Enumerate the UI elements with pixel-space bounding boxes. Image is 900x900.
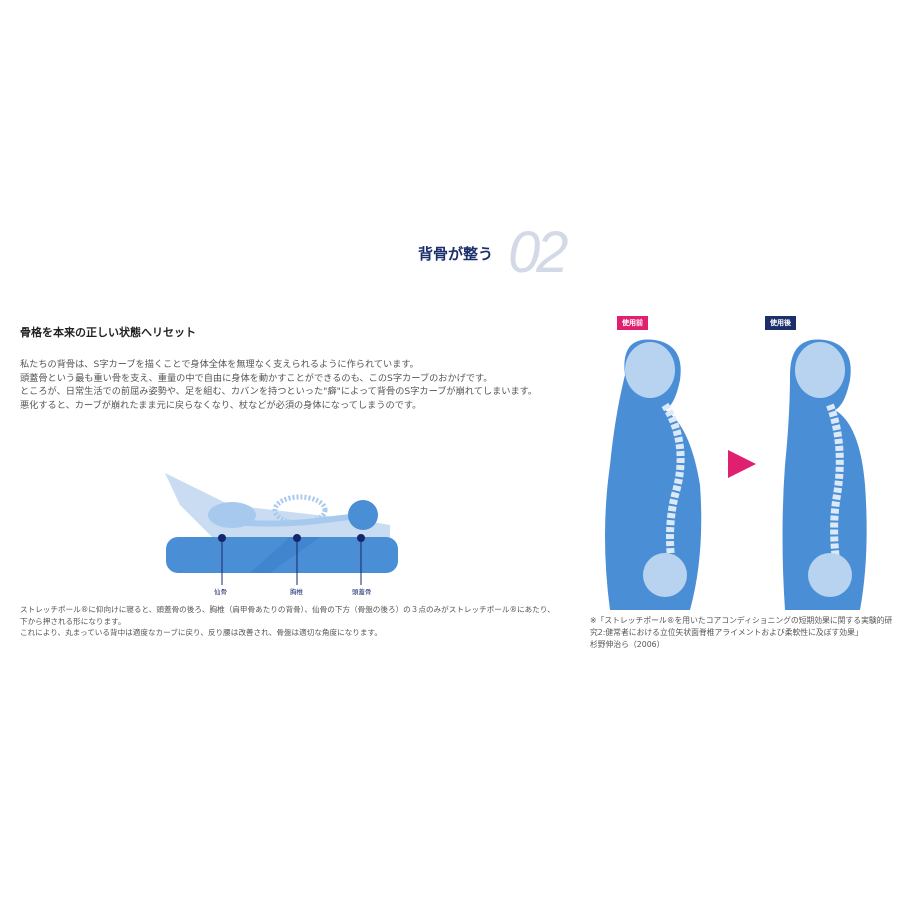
- section-number: 02: [508, 220, 568, 285]
- reference-note: ※「ストレッチポール®を用いたコアコンディショニングの短期効果に関する実験的研究…: [590, 615, 900, 651]
- note-line: ※「ストレッチポール®を用いたコアコンディショニングの短期効果に関する実験的研究…: [590, 616, 893, 637]
- paragraph: 悪化すると、カーブが崩れたまま元に戻らなくなり、杖などが必須の身体になってしまう…: [20, 399, 422, 411]
- label-skull: 頭蓋骨: [352, 588, 372, 596]
- section-title: 背骨が整う: [418, 245, 494, 263]
- before-badge: 使用前: [617, 316, 648, 330]
- paragraph: ところが、日常生活での前屈み姿勢や、足を組む、カバンを持つといった"癖"によって…: [20, 386, 538, 398]
- paragraph: 私たちの背骨は、S字カーブを描くことで身体全体を無理なく支えられるように作られて…: [20, 359, 419, 370]
- before-posture-illustration: [605, 339, 702, 610]
- caption-line: ストレッチポール®に仰向けに寝ると、頭蓋骨の後ろ、胸椎（肩甲骨あたりの背骨）、仙…: [20, 605, 555, 626]
- heading: 骨格を本来の正しい状態へリセット: [20, 326, 196, 339]
- body-text: 私たちの背骨は、S字カーブを描くことで身体全体を無理なく支えられるように作られて…: [20, 358, 550, 412]
- label-sacrum: 仙骨: [214, 588, 227, 596]
- note-line: 杉野伸治ら（2006）: [590, 640, 665, 649]
- after-badge: 使用後: [765, 316, 796, 330]
- caption: ストレッチポール®に仰向けに寝ると、頭蓋骨の後ろ、胸椎（肩甲骨あたりの背骨）、仙…: [20, 604, 555, 639]
- arrow-right-icon: [728, 450, 756, 478]
- label-thoracic: 胸椎: [290, 588, 303, 596]
- caption-line: これにより、丸まっている背中は適度なカーブに戻り、反り腰は改善され、骨盤は適切な…: [20, 628, 382, 638]
- paragraph: 頭蓋骨という最も重い骨を支え、重量の中で自由に身体を動かすことができるのも、この…: [20, 372, 493, 384]
- after-posture-illustration: [782, 339, 867, 610]
- lying-skeleton-illustration: [165, 473, 398, 585]
